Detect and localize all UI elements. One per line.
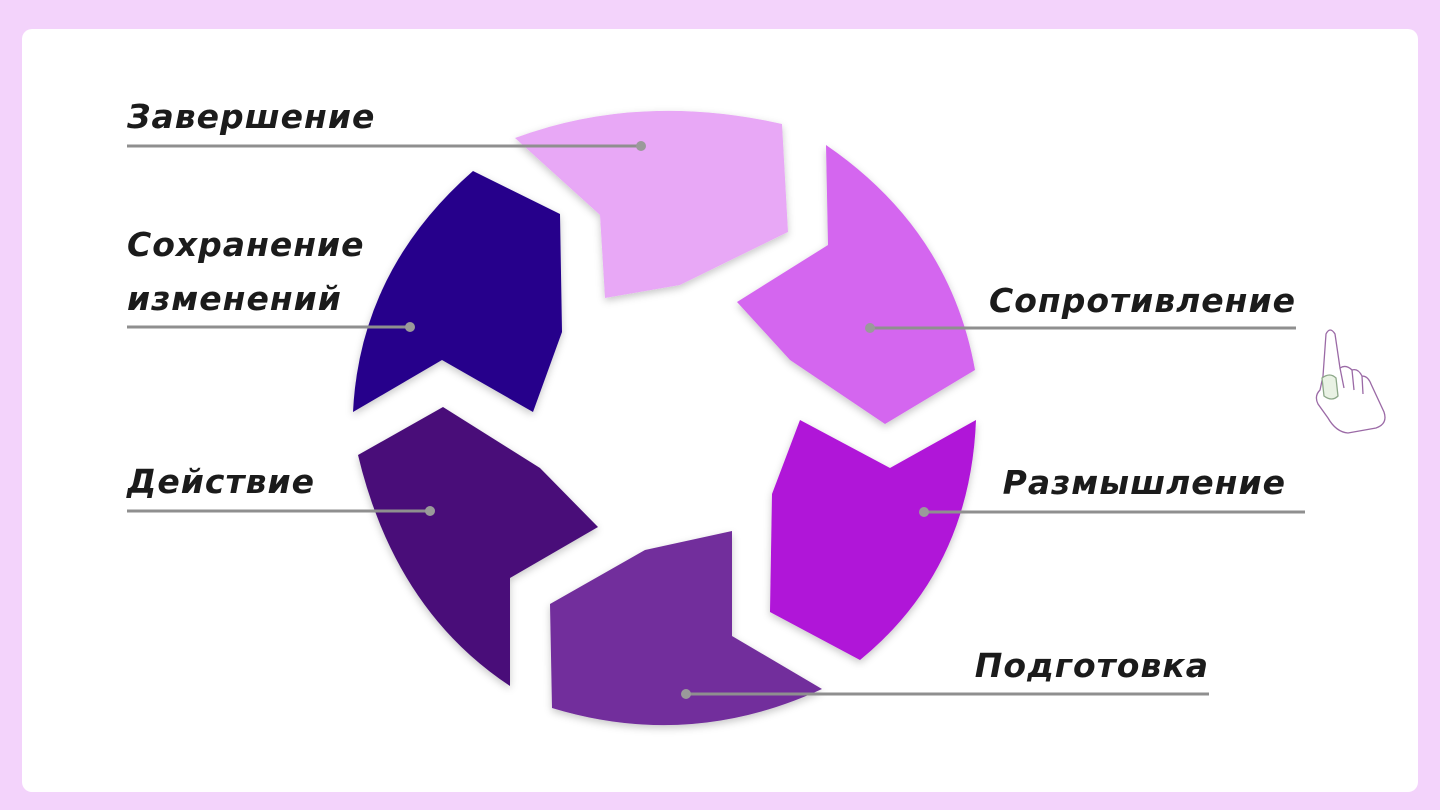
label-reflection: Размышление — [1003, 463, 1286, 502]
label-saving-line2: изменений — [127, 279, 342, 318]
stage-labels: Завершение Сохранение изменений Действие… — [126, 97, 1296, 685]
label-saving-line1: Сохранение — [127, 225, 365, 264]
leader-dot-completion — [636, 141, 646, 151]
label-resistance: Сопротивление — [989, 281, 1296, 320]
leader-dot-preparation — [681, 689, 691, 699]
segment-saving[interactable] — [353, 171, 562, 412]
label-preparation: Подготовка — [975, 646, 1209, 685]
leader-dot-action — [425, 506, 435, 516]
leader-dot-resistance — [865, 323, 875, 333]
label-completion: Завершение — [126, 97, 375, 136]
leader-dot-reflection — [919, 507, 929, 517]
segment-completion[interactable] — [515, 110, 788, 298]
segment-preparation[interactable] — [550, 531, 822, 726]
pointing-hand-icon — [1315, 329, 1386, 434]
segment-resistance[interactable] — [737, 145, 975, 424]
segment-reflection[interactable] — [770, 420, 976, 660]
leader-lines — [127, 141, 1305, 699]
segment-action[interactable] — [358, 407, 598, 686]
leader-dot-saving — [405, 322, 415, 332]
label-action: Действие — [126, 462, 315, 501]
